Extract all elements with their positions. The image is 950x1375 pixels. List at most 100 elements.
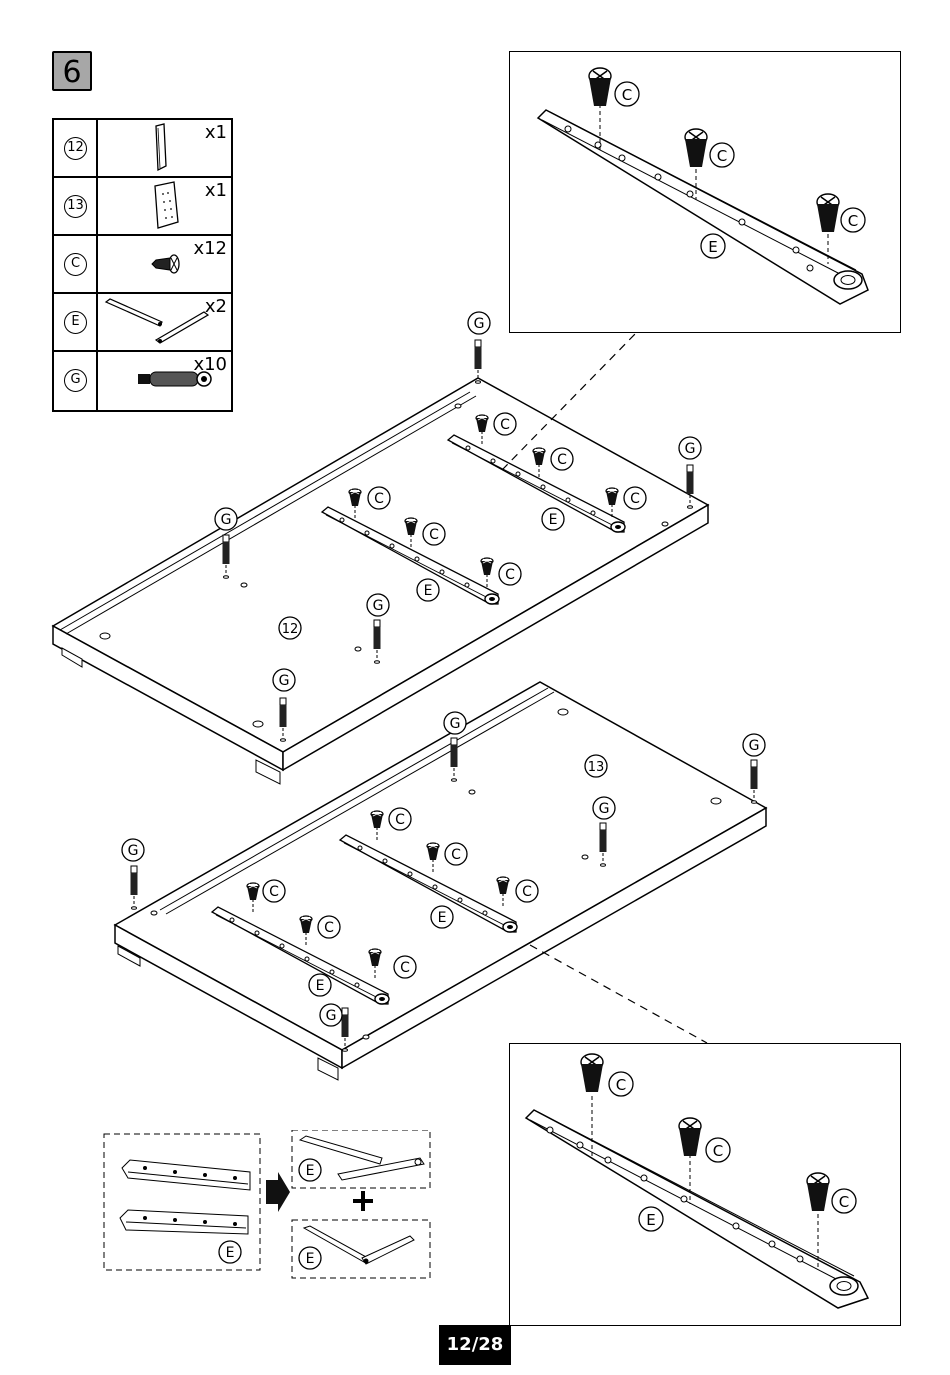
arrow-right-icon — [266, 1172, 290, 1212]
label-g: G — [599, 801, 610, 817]
dowel-g — [451, 738, 458, 781]
label-c: C — [616, 1076, 626, 1094]
label-c: C — [713, 1142, 723, 1160]
label-panel-13: 13 — [588, 760, 605, 775]
label-g: G — [128, 843, 139, 859]
parts-row-c: C x12 — [54, 236, 231, 294]
label-e: E — [306, 1163, 315, 1179]
dowel-g — [687, 465, 694, 508]
label-e: E — [226, 1245, 235, 1261]
parts-row-12: 12 x1 — [54, 120, 231, 178]
label-c: C — [500, 417, 510, 433]
drawer-slide — [212, 907, 389, 1004]
part-qty: x1 — [205, 122, 227, 143]
detail-box-top: C C C E — [509, 51, 901, 333]
part-qty: x1 — [205, 180, 227, 201]
label-c: C — [717, 147, 727, 165]
part-qty: x2 — [205, 296, 227, 317]
label-c: C — [557, 452, 567, 468]
dowel-g — [374, 620, 381, 663]
part-id-label: E — [64, 311, 87, 334]
screw-c — [817, 194, 839, 232]
leader-line — [530, 945, 707, 1043]
label-c: C — [630, 491, 640, 507]
part-id-label: 13 — [64, 195, 87, 218]
label-g: G — [450, 716, 461, 732]
part-qty: x12 — [193, 238, 227, 259]
label-c: C — [374, 491, 384, 507]
label-g: G — [279, 673, 290, 689]
label-c: C — [451, 847, 461, 863]
dowel-g — [751, 760, 758, 803]
screw-c — [300, 916, 312, 947]
label-c: C — [429, 527, 439, 543]
part-qty: x10 — [193, 354, 227, 375]
label-c: C — [324, 920, 334, 936]
leader-line — [502, 333, 636, 470]
label-c: C — [505, 567, 515, 583]
board-12 — [53, 378, 708, 784]
label-e: E — [306, 1251, 315, 1267]
drawer-slide — [322, 507, 499, 604]
label-c: C — [395, 812, 405, 828]
screw-c — [405, 518, 417, 549]
dowel-g — [342, 1008, 349, 1051]
label-e: E — [708, 238, 717, 256]
slide-detail-drawing: C C C E — [510, 52, 900, 332]
screw-c — [427, 843, 439, 874]
label-c: C — [622, 86, 632, 104]
label-g: G — [474, 316, 485, 332]
page-number: 12/28 — [439, 1325, 511, 1365]
step-number-badge: 6 — [52, 51, 92, 91]
label-c: C — [269, 884, 279, 900]
screw-c — [679, 1118, 701, 1156]
dowel-g — [131, 866, 138, 909]
parts-row-g: G x10 — [54, 352, 231, 410]
screw-c — [606, 488, 618, 519]
dowel-g — [600, 823, 607, 866]
board-13 — [115, 682, 766, 1080]
parts-table: 12 x1 13 x1 C x12 E x2 — [52, 118, 233, 412]
label-c: C — [522, 884, 532, 900]
label-g: G — [749, 738, 760, 754]
screw-c — [685, 129, 707, 167]
dowel-g — [223, 535, 230, 578]
label-c: C — [839, 1193, 849, 1211]
screw-c — [533, 448, 545, 479]
screw-c — [369, 949, 381, 980]
screw-c — [481, 558, 493, 589]
label-c: C — [400, 960, 410, 976]
dowel-g — [475, 340, 482, 383]
screw-c — [247, 883, 259, 914]
screw-c — [589, 68, 611, 106]
screw-c — [581, 1054, 603, 1092]
parts-row-e: E x2 — [54, 294, 231, 352]
label-g: G — [221, 512, 232, 528]
label-c: C — [848, 212, 858, 230]
assembled-slides-illustration — [120, 1160, 250, 1234]
part-id-label: C — [64, 253, 87, 276]
label-g: G — [326, 1008, 337, 1024]
label-g: G — [373, 598, 384, 614]
detail-box-bottom: C C C E — [509, 1043, 901, 1326]
screw-c — [807, 1173, 829, 1211]
plus-icon — [353, 1191, 373, 1211]
screw-c — [497, 877, 509, 908]
parts-row-13: 13 x1 — [54, 178, 231, 236]
drawer-slide — [340, 835, 517, 932]
drawer-slide — [448, 435, 625, 532]
label-e: E — [316, 978, 325, 994]
label-panel-12: 12 — [282, 622, 299, 637]
screw-c — [476, 415, 488, 446]
label-e: E — [438, 910, 447, 926]
screw-c — [349, 489, 361, 520]
label-e: E — [549, 512, 558, 528]
part-id-label: 12 — [64, 137, 87, 160]
label-g: G — [685, 441, 696, 457]
screw-c — [371, 811, 383, 842]
part-id-label: G — [64, 369, 87, 392]
label-e: E — [646, 1211, 655, 1229]
slide-detail-drawing: C C C E — [510, 1044, 900, 1325]
label-e: E — [424, 583, 433, 599]
slide-separation-inset: E E E — [100, 1130, 440, 1280]
